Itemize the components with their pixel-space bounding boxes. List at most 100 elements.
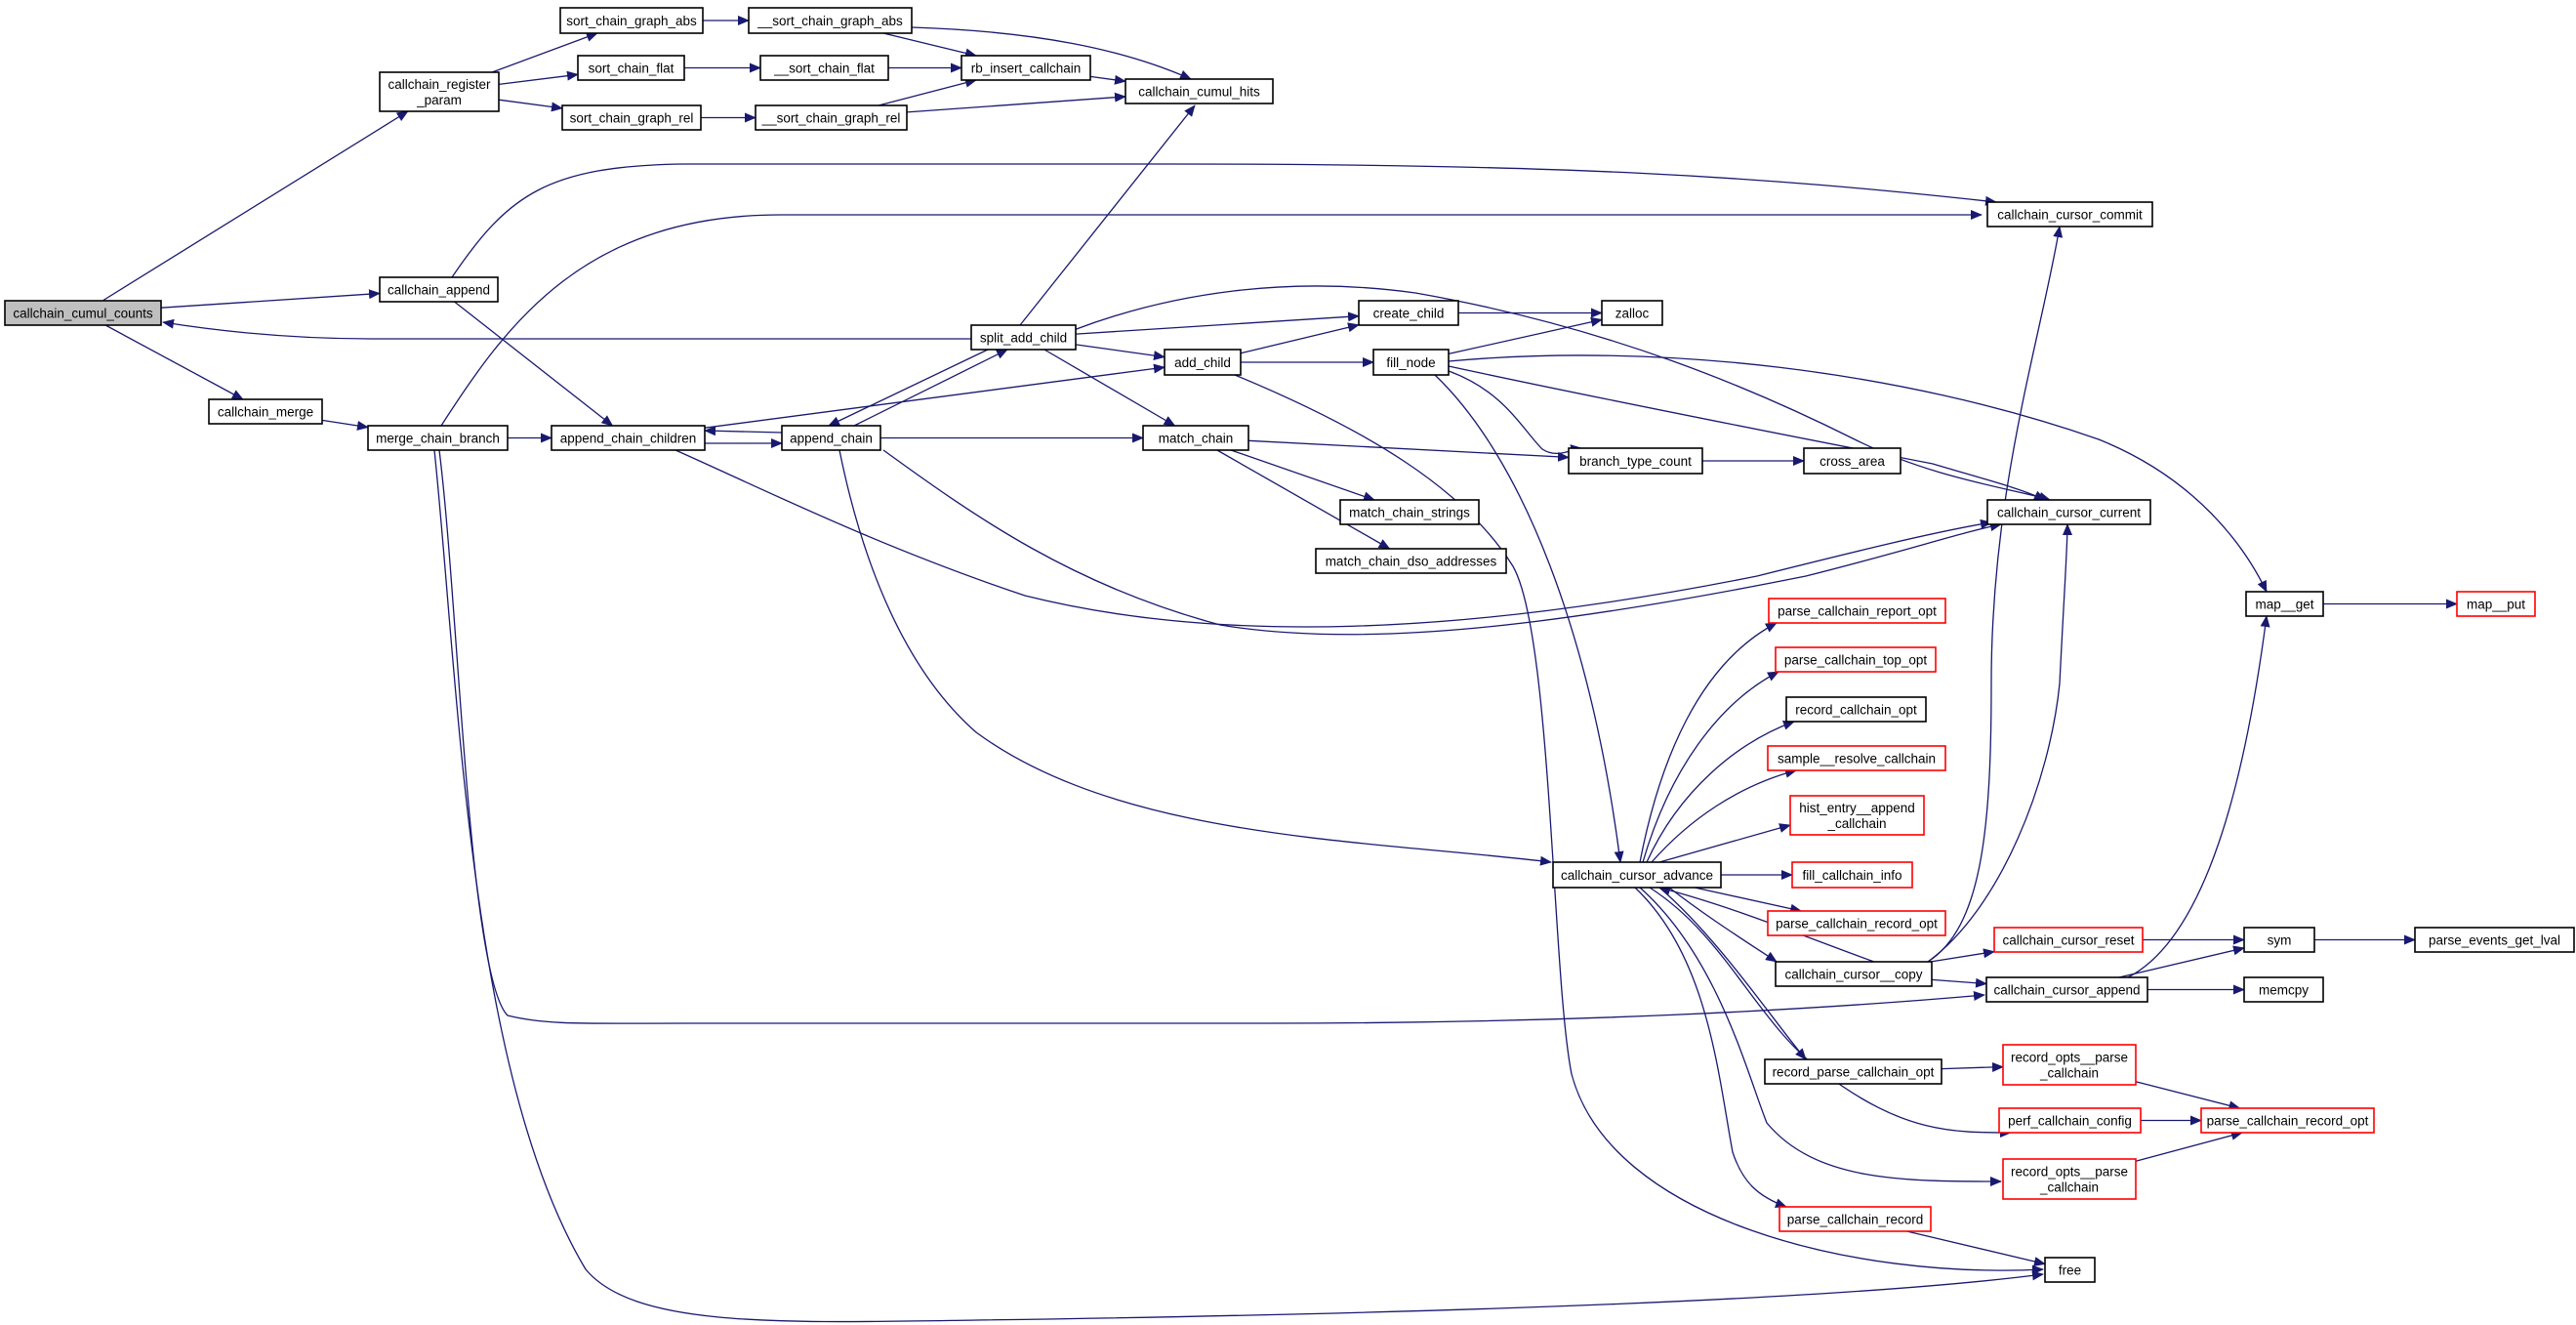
node-box[interactable]: [2245, 591, 2324, 617]
node-record-callchain-opt[interactable]: record_callchain_opt: [1785, 696, 1927, 723]
node-box[interactable]: [561, 104, 702, 131]
node-record-opts-parse-callchain-b[interactable]: record_opts__parse_callchain: [2002, 1158, 2137, 1200]
node-box[interactable]: [1764, 1058, 1942, 1085]
node-record-opts-parse-callchain-a[interactable]: record_opts__parse_callchain: [2002, 1044, 2137, 1086]
node-box[interactable]: [379, 276, 499, 303]
node-callchain-cursor-advance[interactable]: callchain_cursor_advance: [1552, 861, 1722, 889]
node-parse-callchain-top-opt[interactable]: parse_callchain_top_opt: [1775, 646, 1937, 673]
node-box[interactable]: [1789, 795, 1925, 836]
node-box[interactable]: [1372, 349, 1450, 376]
node-box[interactable]: [1768, 598, 1946, 624]
node-callchain-cumul-counts[interactable]: callchain_cumul_counts: [4, 300, 162, 326]
node-box[interactable]: [1552, 861, 1722, 889]
node-box[interactable]: [781, 425, 881, 451]
node-split-add-child[interactable]: split_add_child: [970, 324, 1077, 351]
node-map-put[interactable]: map__put: [2456, 591, 2536, 617]
node-create-child[interactable]: create_child: [1358, 300, 1459, 326]
node-box[interactable]: [1164, 349, 1242, 376]
node-sort-chain-graph-abs[interactable]: __sort_chain_graph_abs: [748, 7, 913, 34]
node-box[interactable]: [1986, 201, 2153, 228]
node-box[interactable]: [1315, 548, 1507, 574]
node-sample-resolve-callchain[interactable]: sample__resolve_callchain: [1767, 745, 1946, 771]
node-box[interactable]: [2200, 1107, 2375, 1134]
node-sort-chain-graph-rel[interactable]: __sort_chain_graph_rel: [755, 104, 908, 131]
node-box[interactable]: [559, 7, 704, 34]
node-callchain-cursor-reset[interactable]: callchain_cursor_reset: [1993, 927, 2144, 953]
node-zalloc[interactable]: zalloc: [1601, 300, 1663, 326]
node-box[interactable]: [1775, 961, 1933, 987]
node-callchain-cursor-current[interactable]: callchain_cursor_current: [1986, 499, 2151, 525]
node-callchain-register-param[interactable]: callchain_register_param: [379, 71, 500, 112]
node-parse-callchain-report-opt[interactable]: parse_callchain_report_opt: [1768, 598, 1946, 624]
node-box[interactable]: [208, 398, 323, 425]
node-callchain-cursor-commit[interactable]: callchain_cursor_commit: [1986, 201, 2153, 228]
node-sym[interactable]: sym: [2243, 927, 2315, 953]
node-box[interactable]: [1767, 910, 1946, 936]
node-match-chain[interactable]: match_chain: [1142, 425, 1249, 451]
node-box[interactable]: [551, 425, 706, 451]
node-sort-chain-graph-rel[interactable]: sort_chain_graph_rel: [561, 104, 702, 131]
node-callchain-cursor-copy[interactable]: callchain_cursor__copy: [1775, 961, 1933, 987]
node-parse-callchain-record[interactable]: parse_callchain_record: [1779, 1206, 1932, 1232]
node-record-parse-callchain-opt[interactable]: record_parse_callchain_opt: [1764, 1058, 1942, 1085]
node-box[interactable]: [2456, 591, 2536, 617]
node-box[interactable]: [4, 300, 162, 326]
node-box[interactable]: [1986, 499, 2151, 525]
node-add-child[interactable]: add_child: [1164, 349, 1242, 376]
node-box[interactable]: [1993, 927, 2144, 953]
node-box[interactable]: [1601, 300, 1663, 326]
node-box[interactable]: [577, 55, 685, 81]
node-box[interactable]: [748, 7, 913, 34]
node-hist-entry-append-callchain[interactable]: hist_entry__append_callchain: [1789, 795, 1925, 836]
node-parse-events-get-lval[interactable]: parse_events_get_lval: [2414, 927, 2575, 953]
node-rb-insert-callchain[interactable]: rb_insert_callchain: [961, 55, 1091, 81]
node-box[interactable]: [759, 55, 889, 81]
node-box[interactable]: [2243, 927, 2315, 953]
node-sort-chain-flat[interactable]: __sort_chain_flat: [759, 55, 889, 81]
node-box[interactable]: [755, 104, 908, 131]
node-box[interactable]: [2002, 1044, 2137, 1086]
node-box[interactable]: [2002, 1158, 2137, 1200]
node-box[interactable]: [1791, 861, 1913, 889]
node-box[interactable]: [1775, 646, 1937, 673]
node-box[interactable]: [1998, 1107, 2142, 1134]
node-box[interactable]: [1142, 425, 1249, 451]
node-box[interactable]: [1785, 696, 1927, 723]
node-sort-chain-graph-abs[interactable]: sort_chain_graph_abs: [559, 7, 704, 34]
node-map-get[interactable]: map__get: [2245, 591, 2324, 617]
node-box[interactable]: [367, 425, 509, 451]
node-sort-chain-flat[interactable]: sort_chain_flat: [577, 55, 685, 81]
node-box[interactable]: [961, 55, 1091, 81]
node-fill-node[interactable]: fill_node: [1372, 349, 1450, 376]
node-memcpy[interactable]: memcpy: [2243, 976, 2324, 1003]
node-callchain-cursor-append[interactable]: callchain_cursor_append: [1985, 976, 2148, 1003]
node-parse-callchain-record-opt-b[interactable]: parse_callchain_record_opt: [2200, 1107, 2375, 1134]
node-cross-area[interactable]: cross_area: [1803, 447, 1901, 475]
node-box[interactable]: [1339, 499, 1480, 525]
node-branch-type-count[interactable]: branch_type_count: [1568, 447, 1703, 475]
node-callchain-append[interactable]: callchain_append: [379, 276, 499, 303]
node-match-chain-strings[interactable]: match_chain_strings: [1339, 499, 1480, 525]
node-callchain-merge[interactable]: callchain_merge: [208, 398, 323, 425]
node-box[interactable]: [1803, 447, 1901, 475]
node-match-chain-dso-addresses[interactable]: match_chain_dso_addresses: [1315, 548, 1507, 574]
node-box[interactable]: [1568, 447, 1703, 475]
node-box[interactable]: [2414, 927, 2575, 953]
node-box[interactable]: [1124, 78, 1274, 104]
node-fill-callchain-info[interactable]: fill_callchain_info: [1791, 861, 1913, 889]
node-box[interactable]: [2243, 976, 2324, 1003]
node-box[interactable]: [970, 324, 1077, 351]
node-merge-chain-branch[interactable]: merge_chain_branch: [367, 425, 509, 451]
node-perf-callchain-config[interactable]: perf_callchain_config: [1998, 1107, 2142, 1134]
node-box[interactable]: [1358, 300, 1459, 326]
node-append-chain[interactable]: append_chain: [781, 425, 881, 451]
node-box[interactable]: [1767, 745, 1946, 771]
node-parse-callchain-record-opt-a[interactable]: parse_callchain_record_opt: [1767, 910, 1946, 936]
node-box[interactable]: [2044, 1257, 2096, 1283]
node-append-chain-children[interactable]: append_chain_children: [551, 425, 706, 451]
node-box[interactable]: [379, 71, 500, 112]
node-free[interactable]: free: [2044, 1257, 2096, 1283]
node-box[interactable]: [1985, 976, 2148, 1003]
node-box[interactable]: [1779, 1206, 1932, 1232]
node-callchain-cumul-hits[interactable]: callchain_cumul_hits: [1124, 78, 1274, 104]
